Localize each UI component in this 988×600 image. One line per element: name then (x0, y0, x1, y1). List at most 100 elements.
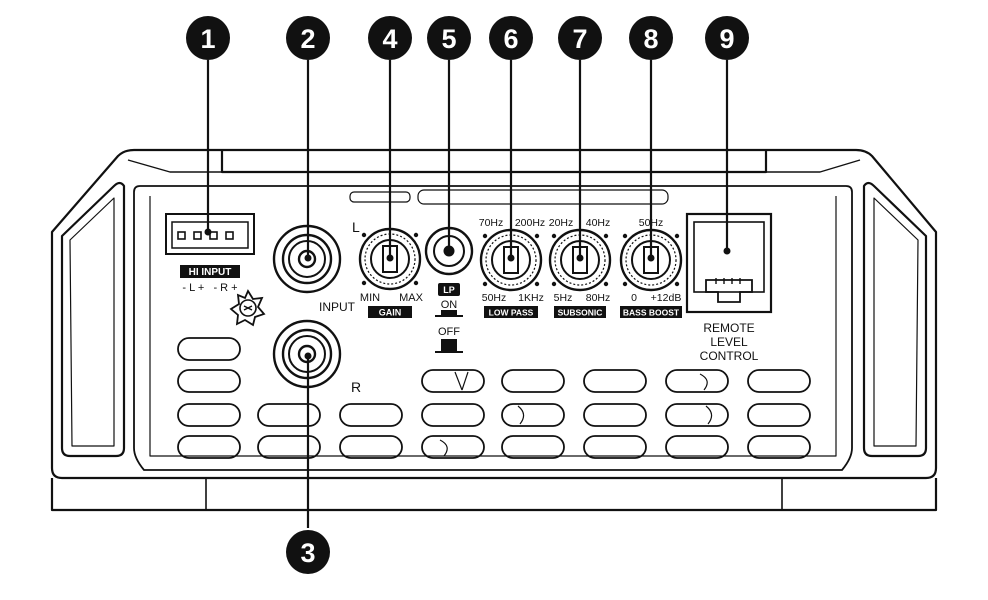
hi-input-pins-label: - L + - R + (182, 282, 237, 294)
callout-7: 7 (558, 16, 602, 60)
callout-number: 3 (300, 538, 315, 568)
vent-slot (583, 403, 647, 427)
callout-4: 4 (368, 16, 412, 60)
remote-label-line3: CONTROL (700, 349, 759, 363)
callout-number: 7 (572, 24, 587, 54)
callout-5: 5 (427, 16, 471, 60)
callout-8: 8 (629, 16, 673, 60)
subsonic-badge-text: SUBSONIC (558, 308, 603, 318)
bass-boost-bottom-left-label: 0 (631, 292, 637, 304)
callout-number: 4 (382, 24, 397, 54)
leader-dots (204, 228, 731, 360)
top-rail (417, 189, 669, 205)
vent-slot (501, 369, 565, 393)
leader-lines (206, 60, 729, 528)
lp-on-label: ON (441, 299, 458, 311)
bass-boost-bottom-right-label: +12dB (651, 292, 682, 304)
pcb-edge (149, 196, 837, 457)
low-pass-bottom-right-label: 1KHz (518, 292, 544, 304)
right-endcap (862, 181, 928, 458)
left-endcap-inner (69, 197, 115, 447)
lp-badge-text: LP (443, 285, 455, 295)
callout-number: 9 (719, 24, 734, 54)
vent-slot (747, 403, 811, 427)
vent-slot (501, 403, 565, 427)
lp-switch-off-position (435, 339, 463, 353)
vent-slot (583, 435, 647, 459)
bass-boost-badge-text: BASS BOOST (623, 308, 680, 318)
vent-slot (177, 403, 241, 427)
vent-slot (665, 403, 729, 427)
vent-slot (339, 435, 403, 459)
internal-details (439, 371, 713, 457)
lp-off-label: OFF (438, 326, 460, 338)
subsonic-bottom-right-label: 80Hz (586, 292, 611, 304)
vent-slot (665, 435, 729, 459)
left-endcap (60, 181, 126, 458)
vent-slot (257, 435, 321, 459)
hi-input-connector: HI INPUT - L + - R + (165, 213, 255, 294)
outer-shell (50, 148, 938, 480)
top-strip (220, 150, 768, 174)
callout-9: 9 (705, 16, 749, 60)
vent-slots (177, 337, 811, 459)
subsonic-badge (554, 306, 606, 318)
gain-min-label: MIN (360, 292, 380, 304)
connector-pin (225, 231, 234, 240)
remote-jack (685, 212, 773, 314)
vent-slot (583, 369, 647, 393)
vent-slot (501, 435, 565, 459)
vent-slot (747, 369, 811, 393)
lp-switch-on-position (435, 310, 463, 317)
left-channel-label: L (352, 219, 360, 235)
vent-slot (421, 403, 485, 427)
remote-label-line1: REMOTE (703, 321, 754, 335)
low-pass-badge (484, 306, 538, 318)
vent-slot (421, 369, 485, 393)
base-feet (205, 478, 783, 510)
callout-number: 5 (441, 24, 456, 54)
low-pass-top-left-label: 70Hz (479, 217, 504, 229)
bass-boost-badge (620, 306, 682, 318)
vent-slot (665, 369, 729, 393)
input-label: INPUT (319, 300, 356, 314)
bottom-base (50, 478, 938, 512)
ground-screw (229, 289, 266, 327)
connector-pin (193, 231, 202, 240)
right-channel-label: R (351, 379, 361, 395)
hi-input-badge-text: HI INPUT (189, 267, 232, 278)
callout-number: 8 (643, 24, 658, 54)
gain-badge-text: GAIN (379, 308, 402, 318)
vent-slot (177, 369, 241, 393)
vent-slot (747, 435, 811, 459)
subsonic-top-right-label: 40Hz (586, 217, 611, 229)
hi-input-badge (180, 265, 240, 278)
callout-1: 1 (186, 16, 230, 60)
low-pass-bottom-left-label: 50Hz (482, 292, 507, 304)
inner-top-line (127, 159, 861, 173)
right-endcap-inner (873, 197, 919, 447)
callout-number: 6 (503, 24, 518, 54)
lp-badge (438, 283, 460, 296)
callout-6: 6 (489, 16, 533, 60)
low-pass-top-right-label: 200Hz (515, 217, 545, 229)
low-pass-badge-text: LOW PASS (489, 308, 534, 318)
subsonic-top-left-label: 20Hz (549, 217, 574, 229)
vent-slot (421, 435, 485, 459)
subsonic-bottom-left-label: 5Hz (554, 292, 573, 304)
vent-slot (177, 337, 241, 361)
callout-number: 1 (200, 24, 215, 54)
vent-slot (257, 403, 321, 427)
gain-max-label: MAX (399, 292, 424, 304)
connector-pin (209, 231, 218, 240)
callout-number: 2 (300, 24, 315, 54)
connector-socket (171, 221, 249, 249)
vent-slot (177, 435, 241, 459)
chassis (50, 148, 938, 512)
callout-2: 2 (286, 16, 330, 60)
vent-slot (339, 403, 403, 427)
callout-3: 3 (286, 530, 330, 574)
top-rail-small (349, 191, 411, 203)
